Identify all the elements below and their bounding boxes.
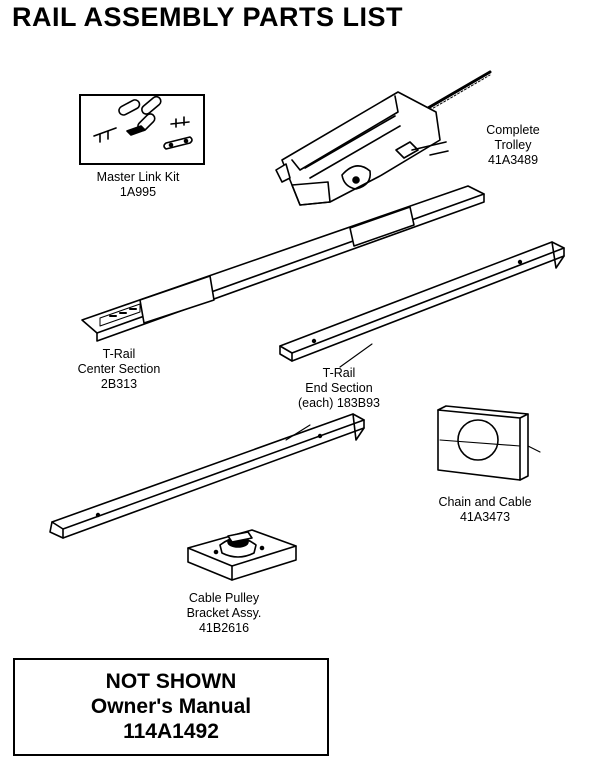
not-shown-heading: NOT SHOWN bbox=[105, 670, 237, 693]
trolley-illustration bbox=[275, 70, 492, 206]
end-section-line2: End Section bbox=[305, 381, 373, 395]
end-section-upper-illustration bbox=[279, 241, 565, 362]
chain-and-cable-illustration bbox=[437, 405, 541, 481]
master-link-kit-frame bbox=[79, 94, 205, 165]
end-section-label: T-Rail End Section (each) 183B93 bbox=[272, 366, 406, 411]
cable-pulley-label: Cable Pulley Bracket Assy. 41B2616 bbox=[168, 591, 280, 636]
chain-and-cable-number: 41A3473 bbox=[459, 510, 511, 524]
master-link-kit-label: Master Link Kit 1A995 bbox=[86, 170, 190, 200]
trolley-number: 41A3489 bbox=[487, 153, 539, 167]
cable-pulley-line2: Bracket Assy. bbox=[186, 606, 262, 620]
center-section-number: 2B313 bbox=[100, 377, 138, 391]
master-link-kit-name: Master Link Kit bbox=[96, 170, 180, 184]
cable-pulley-illustration bbox=[187, 529, 297, 581]
trolley-line2: Trolley bbox=[494, 138, 532, 152]
end-section-lower-illustration bbox=[49, 413, 365, 539]
cable-pulley-line1: Cable Pulley bbox=[188, 591, 260, 605]
master-link-kit-number: 1A995 bbox=[119, 185, 157, 199]
not-shown-box: NOT SHOWN Owner's Manual 114A1492 bbox=[13, 658, 329, 756]
end-section-line1: T-Rail bbox=[322, 366, 356, 380]
master-link-kit-illustration bbox=[93, 95, 193, 150]
owners-manual-number: 114A1492 bbox=[123, 720, 219, 743]
chain-and-cable-name: Chain and Cable bbox=[438, 495, 532, 509]
trolley-line1: Complete bbox=[486, 123, 540, 137]
center-section-line1: T-Rail bbox=[102, 347, 136, 361]
center-section-illustration bbox=[81, 185, 485, 342]
center-section-label: T-Rail Center Section 2B313 bbox=[64, 347, 174, 392]
end-section-number: (each) 183B93 bbox=[297, 396, 380, 410]
cable-pulley-number: 41B2616 bbox=[198, 621, 250, 635]
center-section-line2: Center Section bbox=[77, 362, 161, 376]
page-title: RAIL ASSEMBLY PARTS LIST bbox=[12, 2, 404, 32]
trolley-label: Complete Trolley 41A3489 bbox=[468, 123, 558, 168]
owners-manual-name: Owner's Manual bbox=[90, 695, 252, 718]
chain-and-cable-label: Chain and Cable 41A3473 bbox=[420, 495, 550, 525]
